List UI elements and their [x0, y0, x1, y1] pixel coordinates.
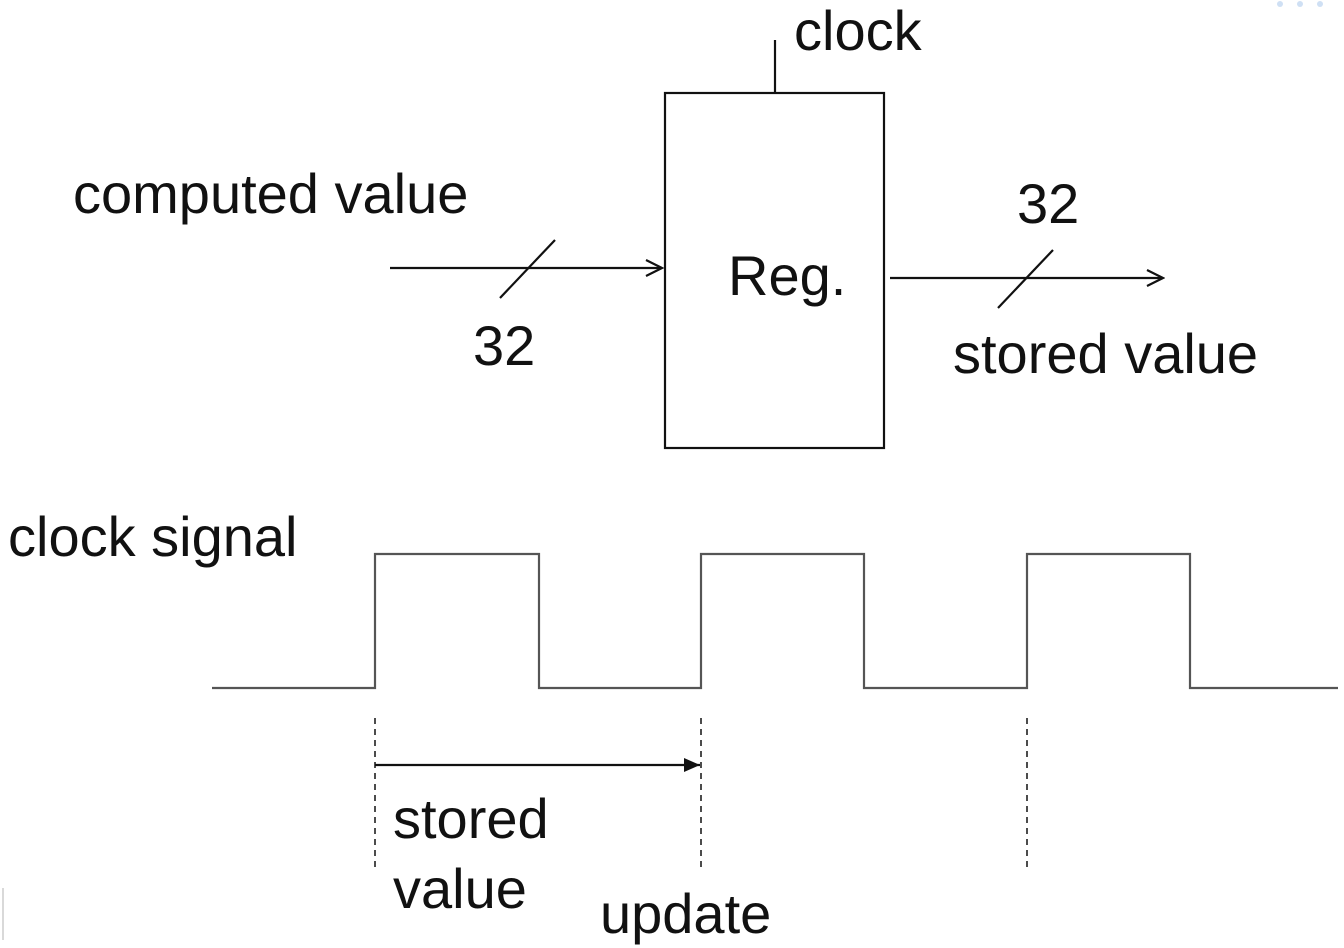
- clock-signal-label: clock signal: [8, 505, 297, 568]
- output-label: stored value: [953, 322, 1258, 385]
- update-label: update: [600, 882, 771, 945]
- input-label: computed value: [73, 162, 468, 225]
- stored-value-label-line1: stored: [393, 787, 549, 850]
- input-bus-width-label: 32: [473, 314, 535, 377]
- clock-label: clock: [794, 0, 923, 62]
- register-box: [663, 91, 886, 450]
- input-bus-width-slash: [499, 239, 556, 299]
- output-bus-width-label: 32: [1017, 172, 1079, 235]
- clock-waveform: [212, 552, 1338, 690]
- corner-dots: [1277, 1, 1323, 7]
- stored-value-label-line2: value: [393, 857, 527, 920]
- register-label: Reg.: [728, 244, 846, 307]
- output-bus-width-slash: [997, 249, 1054, 309]
